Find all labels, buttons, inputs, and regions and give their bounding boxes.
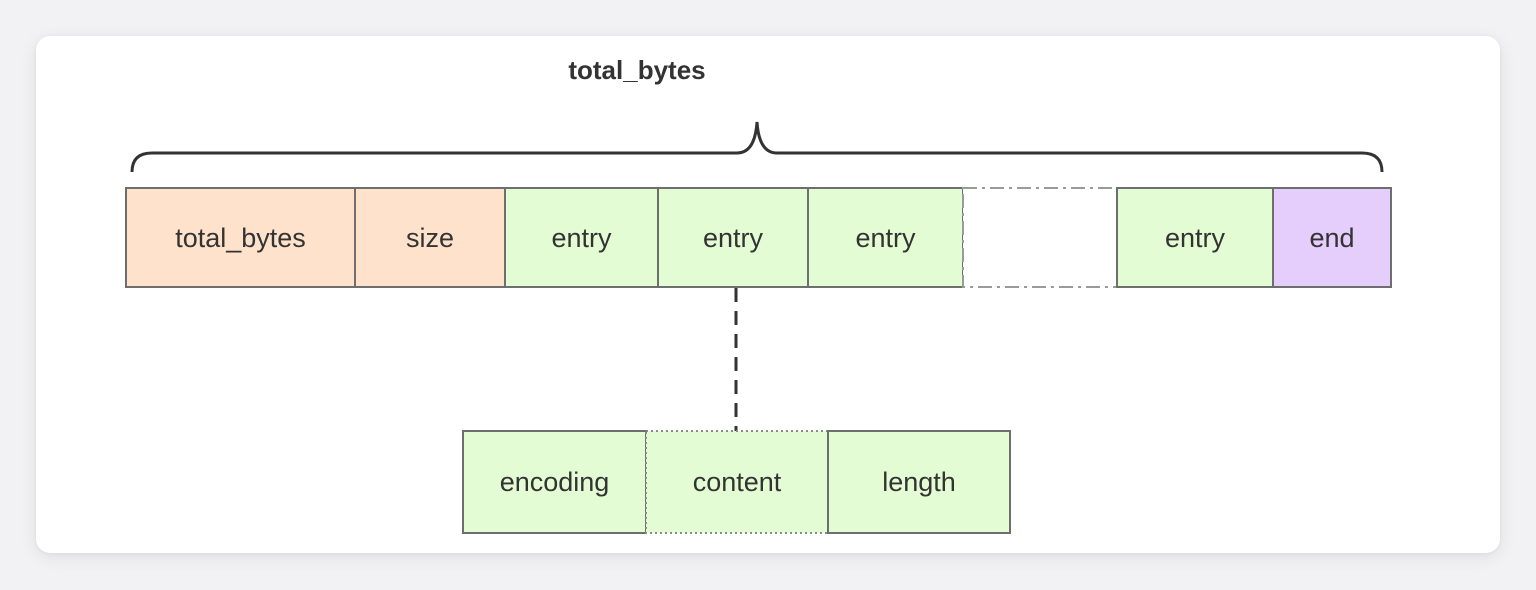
cell-end: [1272, 187, 1392, 288]
detail-length-label: length: [882, 467, 956, 497]
cell-size-label: size: [406, 223, 454, 253]
total-bytes-brace: [130, 121, 1384, 173]
cell-entry-1: [504, 187, 659, 288]
cell-entry-2-label: entry: [703, 223, 764, 253]
cell-entry-2: [657, 187, 809, 288]
cell-entry-n: [1116, 187, 1274, 288]
cell-total-bytes-label: total_bytes: [175, 223, 306, 253]
cell-entry-3-label: entry: [855, 223, 916, 253]
cell-size: [354, 187, 506, 288]
cell-entry-1-label: entry: [551, 223, 612, 253]
detail-encoding-label: encoding: [500, 467, 610, 497]
top-row: total_bytes size entry entry entry entry…: [125, 187, 1392, 288]
detail-content: [645, 430, 829, 534]
cell-entry-3: [807, 187, 964, 288]
cell-entry-n-label: entry: [1165, 223, 1226, 253]
detail-length: [827, 430, 1011, 534]
diagram-title: total_bytes: [568, 55, 705, 85]
detail-content-label: content: [693, 467, 782, 497]
cell-ellipsis: [962, 187, 1118, 288]
cell-end-label: end: [1309, 223, 1354, 253]
entry-detail-row: encoding content length: [462, 430, 1011, 534]
cell-total-bytes: [125, 187, 356, 288]
